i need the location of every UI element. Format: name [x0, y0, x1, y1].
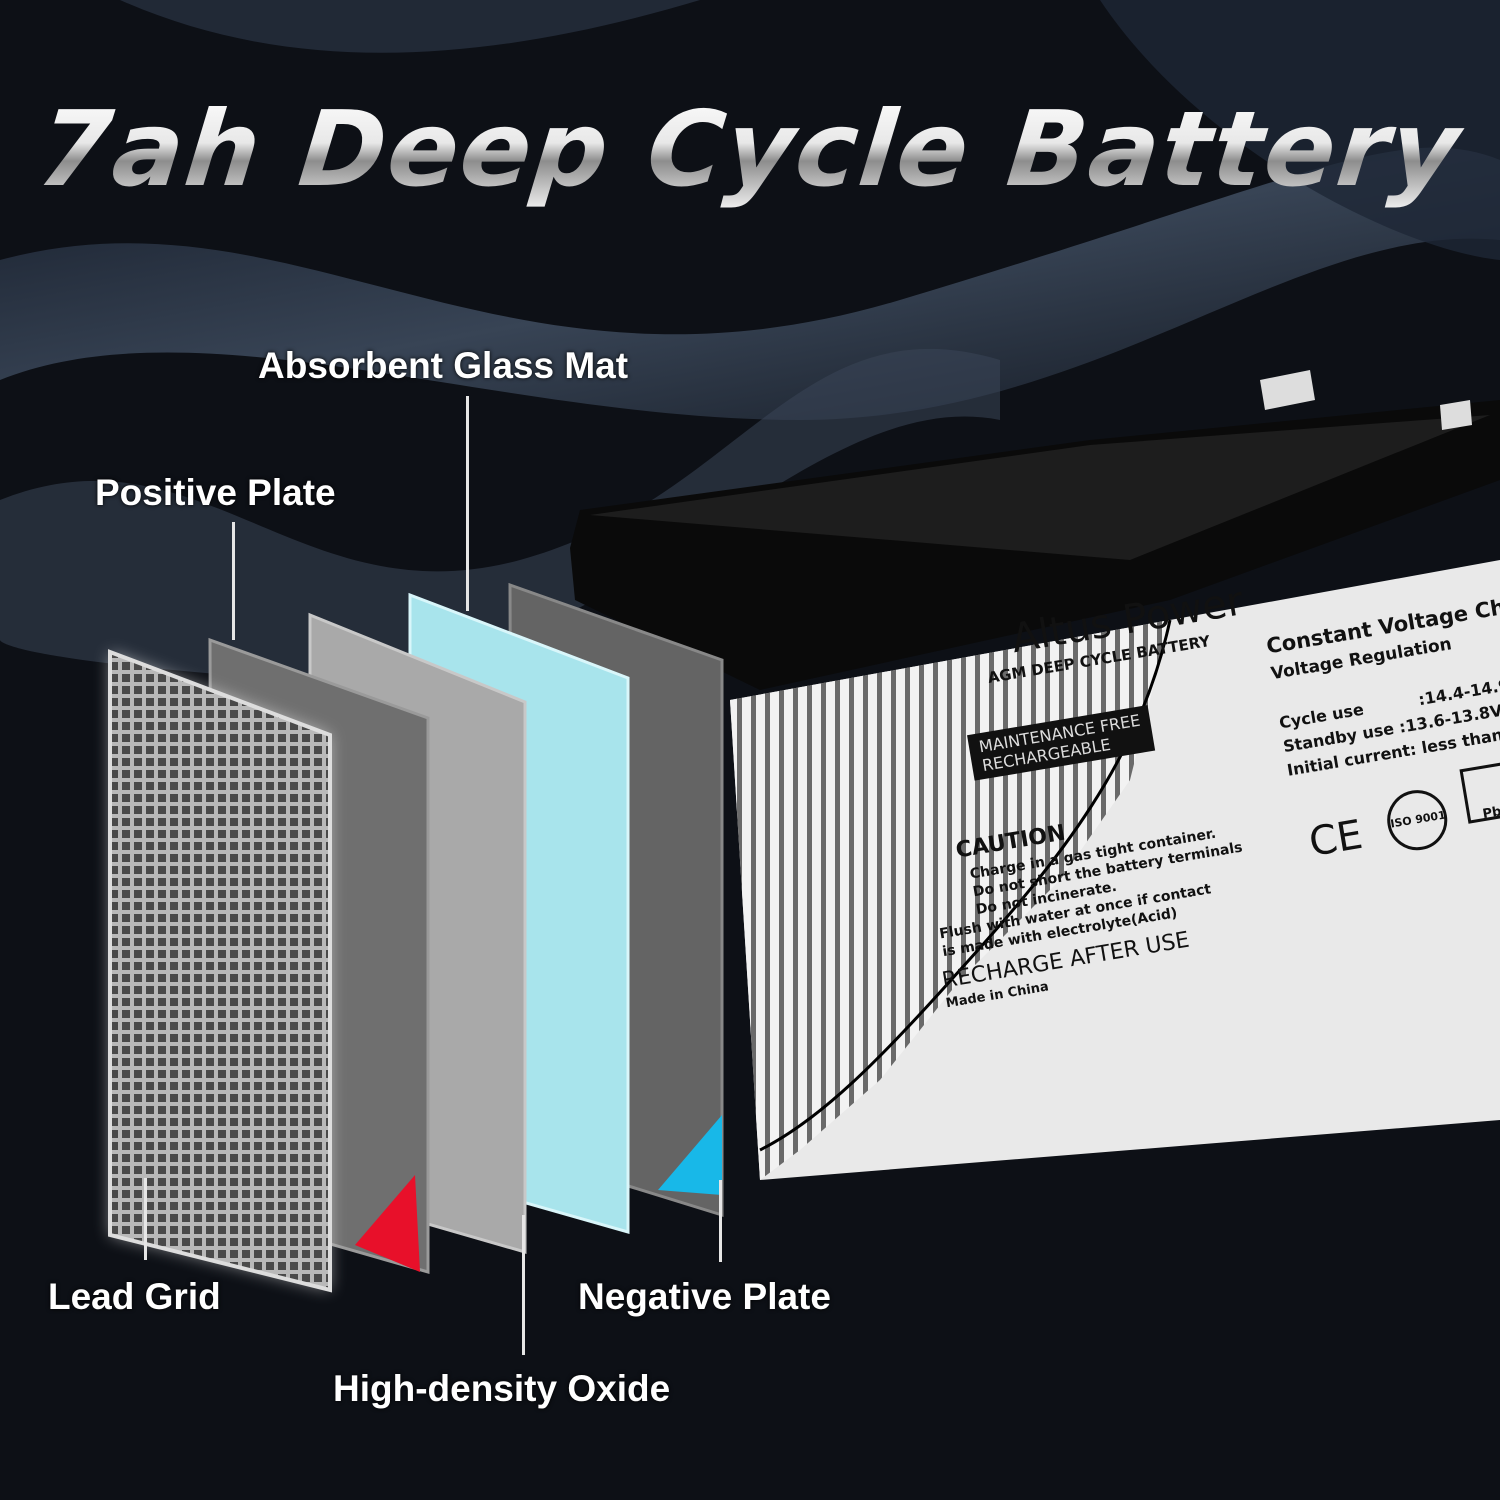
label-high-density-oxide: High-density Oxide	[333, 1368, 671, 1409]
background-swooshes	[0, 0, 1500, 681]
maintenance-badge: MAINTENANCE FREE RECHARGEABLE	[967, 705, 1156, 781]
ce-mark-icon: CE	[1305, 811, 1366, 866]
leader-line-positive	[232, 522, 235, 640]
leader-line-lead-grid	[144, 1178, 147, 1260]
page-title: 7ah Deep Cycle Battery	[0, 88, 1500, 210]
label-negative-plate: Negative Plate	[578, 1276, 831, 1317]
label-lead-grid: Lead Grid	[48, 1276, 221, 1317]
terminal-icon	[1260, 370, 1315, 410]
negative-marker	[658, 1115, 722, 1195]
lead-grid	[108, 649, 332, 1293]
leader-line-negative	[719, 1180, 722, 1262]
label-absorbent-glass-mat: Absorbent Glass Mat	[258, 345, 629, 386]
leader-line-oxide	[522, 1215, 525, 1355]
leader-line-glass-mat	[466, 396, 469, 611]
label-positive-plate: Positive Plate	[95, 472, 336, 513]
exploded-plates	[108, 582, 724, 1293]
iso-9001-icon: ISO 9001	[1382, 785, 1452, 855]
positive-marker	[355, 1175, 420, 1272]
recycle-pb-icon: Pb	[1459, 761, 1500, 824]
